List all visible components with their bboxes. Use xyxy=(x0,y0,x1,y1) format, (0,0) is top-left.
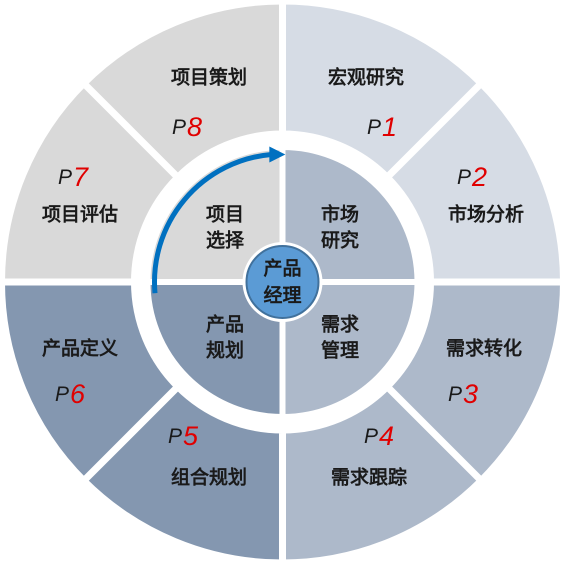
phase-marker: P5 xyxy=(168,421,199,451)
quadrant-shape xyxy=(144,279,286,421)
phase-letter: P xyxy=(364,425,378,448)
arrow-layer xyxy=(152,146,286,294)
ring-gap xyxy=(134,134,431,430)
sector-label: 产品定义 xyxy=(42,337,118,360)
quadrant-label-line1: 项目 xyxy=(206,204,244,226)
phase-number: 1 xyxy=(382,112,397,142)
phase-marker: P8 xyxy=(172,112,202,142)
phase-letter: P xyxy=(168,425,182,448)
phase-marker: P1 xyxy=(367,112,397,142)
phase-number: 4 xyxy=(379,421,394,451)
quadrant-shape xyxy=(279,143,421,285)
hub-label-line2: 经理 xyxy=(263,284,301,307)
phase-letter: P xyxy=(367,116,381,139)
phase-marker: P2 xyxy=(457,162,487,192)
sector-market-analysis: 市场分析 P2 xyxy=(382,78,568,286)
sector-label: 宏观研究 xyxy=(328,66,404,89)
phase-number: 5 xyxy=(183,421,199,451)
hub-label-line1: 产品 xyxy=(263,257,301,280)
phase-number: 6 xyxy=(70,379,86,409)
phase-number: 2 xyxy=(471,162,487,192)
phase-letter: P xyxy=(172,116,186,139)
quadrant-shape xyxy=(144,143,286,285)
phase-letter: P xyxy=(457,166,471,189)
phase-letter: P xyxy=(448,383,462,406)
phase-number: 8 xyxy=(187,112,202,142)
quadrant-label-line1: 产品 xyxy=(206,313,244,336)
phase-letter: P xyxy=(55,383,69,406)
sector-label: 需求转化 xyxy=(446,337,522,360)
phase-number: 3 xyxy=(463,379,478,409)
sector-label: 市场分析 xyxy=(448,203,524,226)
sector-label: 需求跟踪 xyxy=(331,466,407,489)
arrow-head-icon xyxy=(269,146,286,163)
quadrant-label-line2: 研究 xyxy=(321,229,359,252)
phase-marker: P7 xyxy=(58,162,89,192)
quadrant-label-line1: 市场 xyxy=(321,203,359,226)
phase-letter: P xyxy=(58,166,72,189)
sector-label: 组合规划 xyxy=(171,466,247,489)
phase-marker: P4 xyxy=(364,421,394,451)
hub-circle xyxy=(245,245,320,319)
phase-marker: P6 xyxy=(55,379,86,409)
phase-marker: P3 xyxy=(448,379,478,409)
cycle-arrow xyxy=(152,151,272,294)
quadrant-label-line2: 规划 xyxy=(206,339,244,362)
quadrant-label-line2: 管理 xyxy=(321,339,359,362)
quadrant-label-line1: 需求 xyxy=(321,313,360,336)
quadrant-shape xyxy=(279,279,421,421)
phase-number: 7 xyxy=(73,162,89,192)
sector-label: 项目评估 xyxy=(42,203,118,226)
quadrant-label-line2: 选择 xyxy=(206,230,245,252)
sector-label: 项目策划 xyxy=(171,66,247,89)
